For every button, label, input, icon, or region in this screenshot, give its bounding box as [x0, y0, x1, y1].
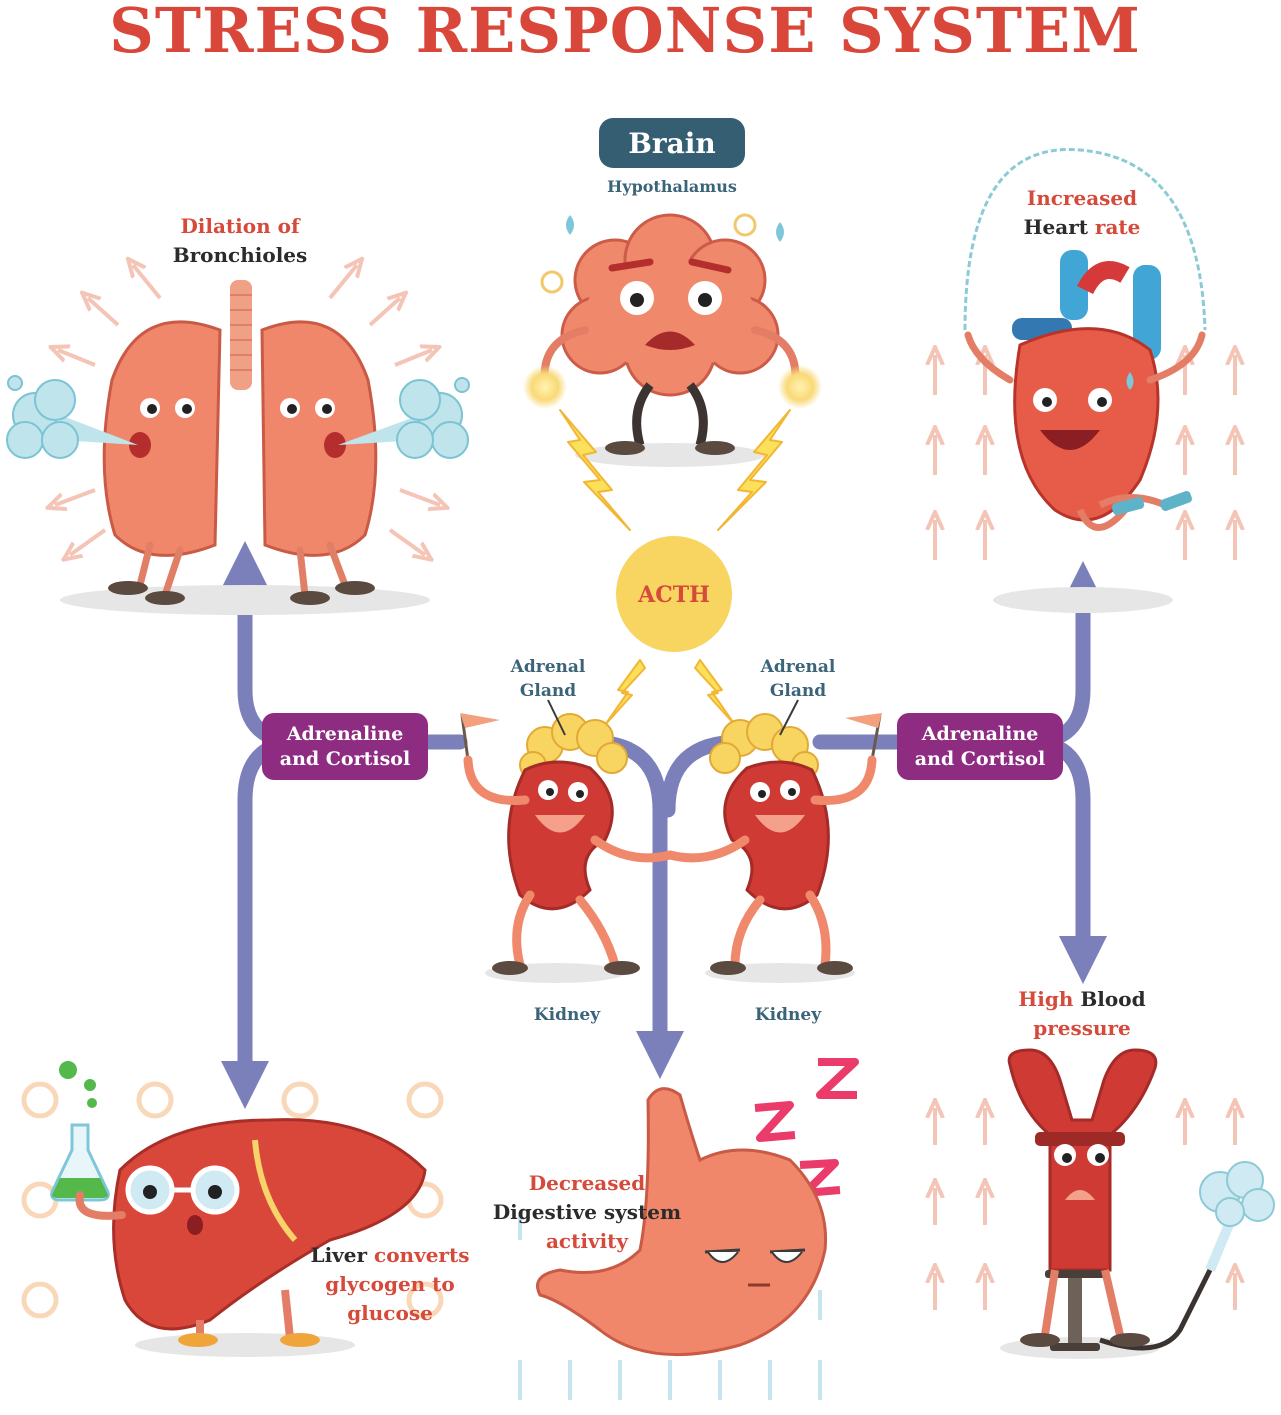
adrenal-left-line1: Adrenal	[510, 657, 586, 677]
kidney-right-label: Kidney	[755, 1005, 822, 1025]
hypothalamus-label: Hypothalamus	[607, 177, 737, 196]
brain-box	[599, 118, 745, 168]
liver-label-line2: glycogen to	[325, 1272, 455, 1296]
lungs-label-line2: Bronchioles	[173, 243, 308, 267]
stomach-icon	[518, 1058, 859, 1400]
heart-label-heart: Heart	[1024, 215, 1089, 239]
brain-icon	[523, 213, 822, 467]
hormone-box-right	[897, 713, 1063, 780]
digestion-label-line2: Digestive system	[493, 1200, 681, 1224]
heart-label-line1: Increased	[1027, 186, 1137, 210]
lungs-icon	[6, 265, 470, 615]
adrenal-right-line1: Adrenal	[760, 657, 836, 677]
blood-label-blood: Blood	[1073, 987, 1145, 1011]
kidney-left-label: Kidney	[534, 1005, 601, 1025]
hormone-box-left	[262, 713, 428, 780]
heart-label-rate: rate	[1088, 215, 1140, 239]
flow-to-liver	[220, 734, 308, 1110]
blood-label-line2: pressure	[1033, 1016, 1131, 1040]
hormone-right-line1: Adrenaline	[921, 723, 1039, 745]
acth-label: ACTH	[637, 582, 710, 608]
heart-icon	[935, 148, 1235, 613]
liver-label-line3: glucose	[347, 1301, 433, 1325]
liver-icon	[21, 1061, 444, 1357]
hormone-right-line2: and Cortisol	[915, 748, 1045, 770]
brain-box-label: Brain	[628, 127, 716, 160]
blood-label-line1: High Blood	[1018, 987, 1145, 1011]
page-title: STRESS RESPONSE SYSTEM	[109, 0, 1141, 67]
kidney-icon	[460, 699, 882, 983]
lightning-icon	[559, 409, 791, 726]
hormone-left-line1: Adrenaline	[286, 723, 404, 745]
lungs-label-line1: Dilation of	[180, 214, 301, 238]
blood-vessel-icon	[935, 1048, 1275, 1359]
adrenal-left-line2: Gland	[520, 681, 576, 701]
blood-label-high: High	[1018, 987, 1073, 1011]
pump-icon	[1045, 1161, 1275, 1351]
hormone-left-line2: and Cortisol	[280, 748, 410, 770]
liver-label-line1: Liver converts	[311, 1243, 470, 1267]
liver-label-converts: converts	[367, 1243, 469, 1267]
adrenal-right-line2: Gland	[770, 681, 826, 701]
digestion-label-line1: Decreased	[529, 1171, 645, 1195]
heart-label-line2: Heart rate	[1024, 215, 1141, 239]
digestion-label-line3: activity	[546, 1229, 629, 1253]
liver-label-liver: Liver	[311, 1243, 368, 1267]
acth-circle	[616, 536, 732, 652]
flask-icon	[50, 1061, 110, 1202]
